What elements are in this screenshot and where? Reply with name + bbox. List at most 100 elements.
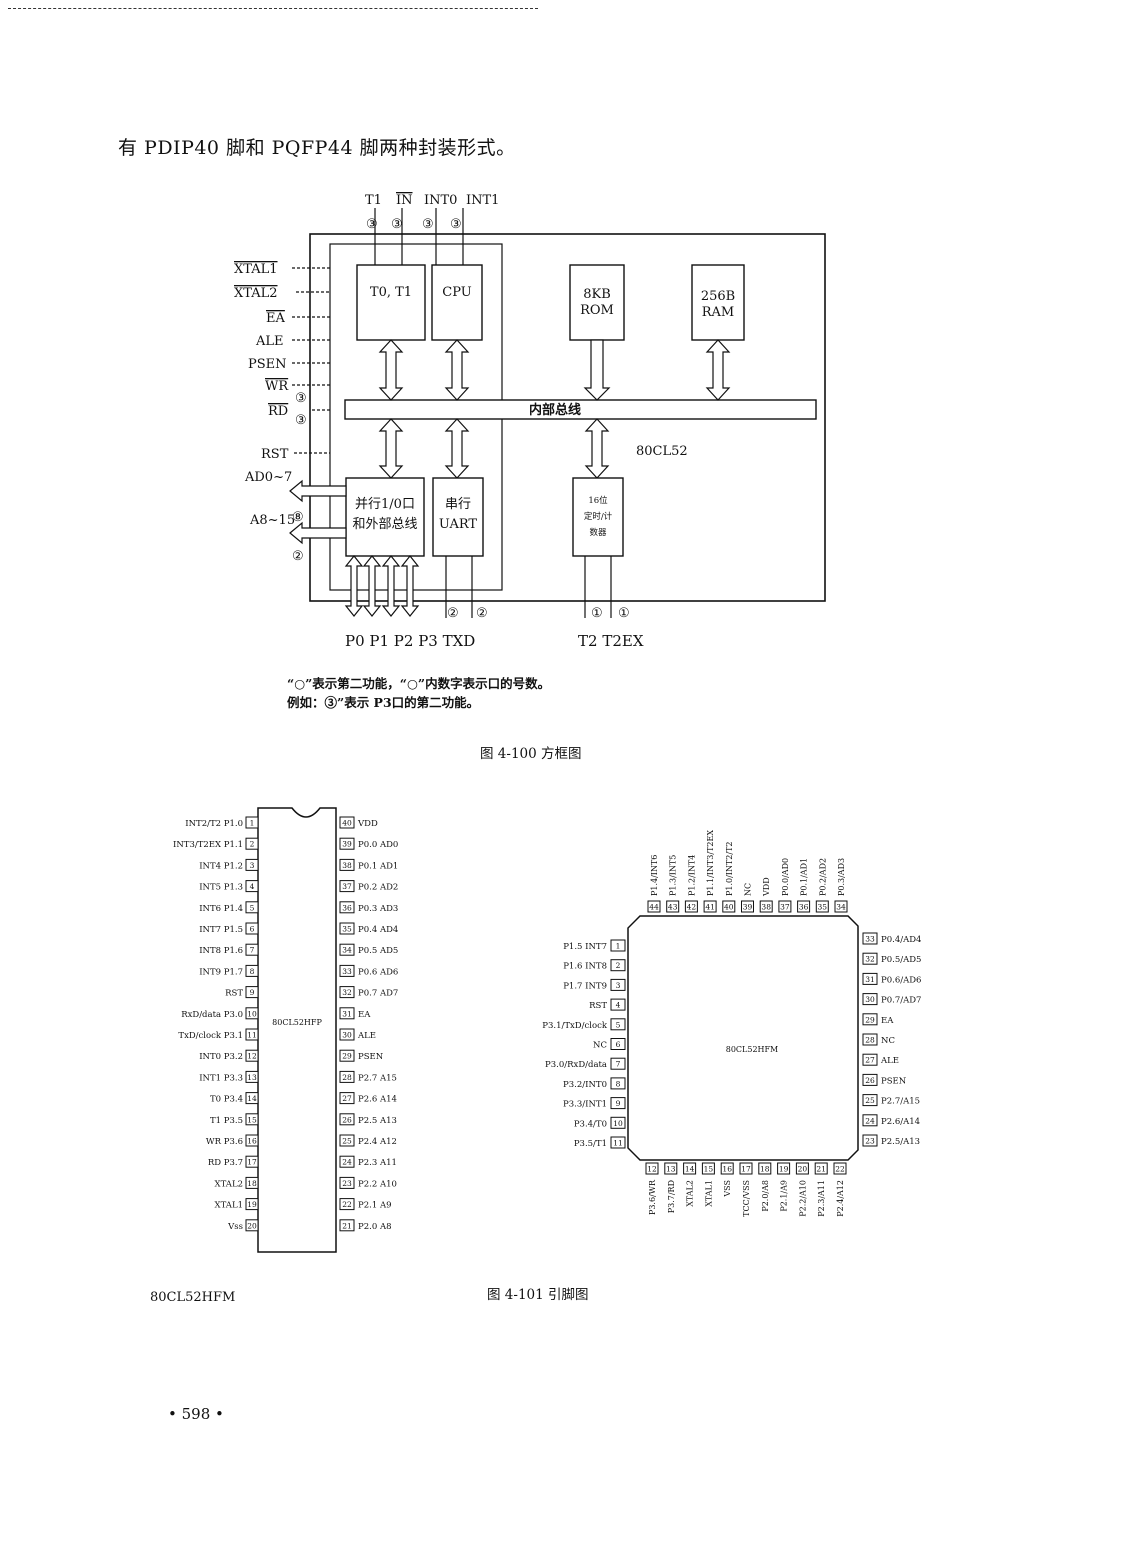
qfp44-pin-36-number: 36 xyxy=(799,903,809,912)
dip40-pin-35-number: 35 xyxy=(342,925,352,934)
qfp44-pin-43-number: 43 xyxy=(668,903,678,912)
qfp44-pin-label-36: P0.1/AD1 xyxy=(800,858,809,896)
dip40-pin-label-33: P0.6 AD6 xyxy=(358,967,398,977)
qfp44-pin-label-6: NC xyxy=(593,1041,607,1051)
dip40-body xyxy=(257,807,337,1253)
uart-label-2: UART xyxy=(439,517,478,532)
qfp44-pin-label-17: TCC/VSS xyxy=(742,1180,751,1217)
left-mark-1: ③ xyxy=(295,391,307,406)
chip-name: 80CL52 xyxy=(636,444,688,459)
qfp44-pin-10-number: 10 xyxy=(613,1119,623,1128)
qfp44-pin-20-number: 20 xyxy=(798,1165,808,1174)
dip40-pin-label-39: P0.0 AD0 xyxy=(358,840,398,850)
ram-label-2: RAM xyxy=(702,305,735,320)
left-mark-3: ⑧ xyxy=(292,510,304,525)
signal-int1: INT1 xyxy=(466,193,499,208)
dip40-pin-7-number: 7 xyxy=(250,946,255,955)
legend-line-1: “○”表示第二功能，“○”内数字表示口的号数。 xyxy=(287,676,551,691)
dip40-pin-label-36: P0.3 AD3 xyxy=(358,904,398,914)
signal-psen: PSEN xyxy=(248,357,287,372)
counter-label-3: 数器 xyxy=(589,527,607,538)
qfp44-pin-2: 2P1.6 INT8 xyxy=(563,959,626,972)
signal-wr: WR xyxy=(265,379,289,394)
signal-in: IN xyxy=(396,193,413,208)
dip40-pin-3-number: 3 xyxy=(250,861,255,870)
top-mark-2: ③ xyxy=(391,217,403,232)
qfp44-pin-label-30: P0.7/AD7 xyxy=(881,996,921,1006)
dip40-pin-13-number: 13 xyxy=(247,1073,257,1082)
qfp44-pin-label-28: NC xyxy=(881,1036,895,1046)
top-feed-lines xyxy=(374,208,464,265)
qfp44-pin-5-number: 5 xyxy=(616,1020,621,1029)
signal-ea: EA xyxy=(266,311,285,326)
qfp44-pin-9-number: 9 xyxy=(616,1099,621,1108)
dip40-pin-label-23: P2.2 A10 xyxy=(358,1179,397,1189)
qfp44-pin-37-number: 37 xyxy=(780,903,790,912)
qfp44-pin-label-3: P1.7 INT9 xyxy=(563,981,607,991)
qfp44-pin-32-number: 32 xyxy=(865,955,875,964)
qfp44-pin-label-39: NC xyxy=(744,883,753,896)
dip40-pin-label-17: RD P3.7 xyxy=(208,1158,243,1168)
signal-rd: RD xyxy=(268,404,288,419)
qfp44-pin-label-8: P3.2/INT0 xyxy=(563,1080,607,1090)
dip40-pin-30-number: 30 xyxy=(342,1031,352,1040)
cpu-label: CPU xyxy=(442,285,471,300)
dip40-pin-1-number: 1 xyxy=(250,819,255,828)
internal-bus xyxy=(344,399,817,420)
qfp44-pin-3-number: 3 xyxy=(616,981,621,990)
signal-xtal1: XTAL1 xyxy=(234,262,278,277)
top-mark-4: ③ xyxy=(450,217,462,232)
dip40-pin-32-number: 32 xyxy=(342,988,352,997)
qfp44-pin-44-number: 44 xyxy=(649,903,659,912)
rom-block xyxy=(569,264,625,341)
dip40-pin-label-6: INT7 P1.5 xyxy=(199,925,243,935)
dip40-pin-label-20: Vss xyxy=(227,1222,243,1232)
dip40-pin-39-number: 39 xyxy=(342,840,352,849)
uart-label-1: 串行 xyxy=(445,497,471,512)
dip40-pin-label-2: INT3/T2EX P1.1 xyxy=(173,840,243,850)
dip40-pin-40-number: 40 xyxy=(342,819,352,828)
dip40-pin-9-number: 9 xyxy=(250,988,255,997)
dip40-pin-21-number: 21 xyxy=(342,1221,352,1230)
dip40-pin-19-number: 19 xyxy=(247,1200,257,1209)
qfp44-pin-label-24: P2.6/A14 xyxy=(881,1117,920,1127)
footer-chip-name: 80CL52HFM xyxy=(150,1290,236,1305)
qfp44-pin-42-number: 42 xyxy=(687,903,697,912)
intro-paragraph: 有 PDIP40 脚和 PQFP44 脚两种封装形式。 xyxy=(118,137,516,159)
qfp44-pin-38-number: 38 xyxy=(761,903,771,912)
qfp44-pin-7-number: 7 xyxy=(616,1060,621,1069)
dip40-pin-39: 39 P0.0 AD0 xyxy=(339,837,398,850)
qfp44-pin-8-number: 8 xyxy=(616,1079,621,1088)
legend-line-2: 例如：③”表示 P3口的第二功能。 xyxy=(287,695,480,710)
top-mark-1: ③ xyxy=(366,217,378,232)
qfp44-pin-label-23: P2.5/A13 xyxy=(881,1137,920,1147)
qfp44-pin-label-21: P2.3/A11 xyxy=(817,1180,826,1217)
bottom-mark-2: ② xyxy=(476,606,488,621)
dip40-pin-8-number: 8 xyxy=(250,967,255,976)
qfp44-pin-2-number: 2 xyxy=(616,961,621,970)
